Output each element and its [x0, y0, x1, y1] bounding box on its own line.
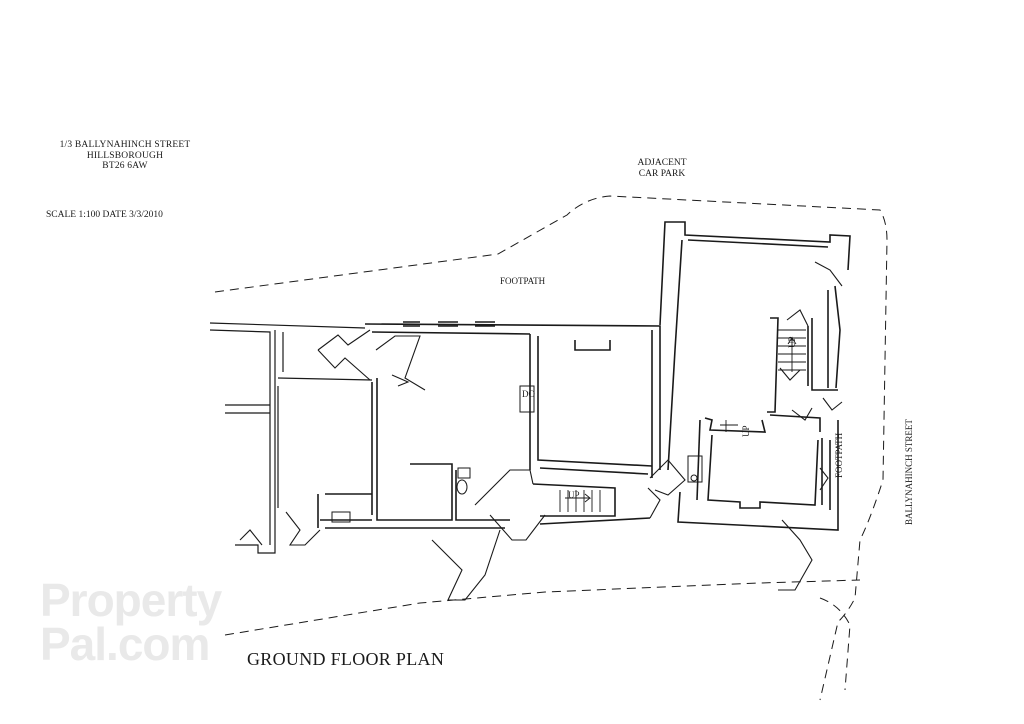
- stair-up-label-2: UP: [787, 336, 797, 348]
- footpath-side-label: FOOTPATH: [834, 432, 844, 478]
- watermark-line-2: Pal.com: [40, 618, 210, 670]
- car-park-label: CAR PARK: [638, 168, 686, 179]
- address-block: 1/3 BALLYNAHINCH STREET HILLSBOROUGH BT2…: [40, 140, 210, 173]
- stairs: [559, 329, 806, 512]
- sanitary-fittings: [331, 385, 703, 523]
- footpath-top-label: FOOTPATH: [500, 276, 546, 286]
- site-boundary-dashed: [214, 195, 888, 701]
- adjacent-car-park-label: ADJACENT CAR PARK: [622, 158, 702, 180]
- stair-up-label-1: UP: [568, 490, 580, 500]
- propertypal-watermark-logo: Property Pal.com: [40, 574, 222, 670]
- ballynahinch-street-label: BALLYNAHINCH STREET: [904, 419, 914, 525]
- main-building-walls: [317, 323, 661, 529]
- right-block-walls: [659, 221, 851, 531]
- door-bays: [239, 261, 843, 601]
- adjacent-label: ADJACENT: [637, 158, 687, 168]
- window-marks: [403, 321, 495, 327]
- watermark-line-1: Property: [40, 574, 222, 626]
- scale-date-line: SCALE 1:100 DATE 3/3/2010: [46, 210, 163, 220]
- plan-title: GROUND FLOOR PLAN: [247, 649, 445, 669]
- address-line-3: BT26 6AW: [102, 161, 148, 171]
- stair-up-label-3: UP: [741, 425, 751, 437]
- left-adjacent-walls: [209, 322, 373, 554]
- do-label: DO: [522, 389, 535, 399]
- address-line-2: HILLSBOROUGH: [86, 150, 164, 161]
- address-line-1: 1/3 BALLYNAHINCH STREET: [59, 140, 191, 150]
